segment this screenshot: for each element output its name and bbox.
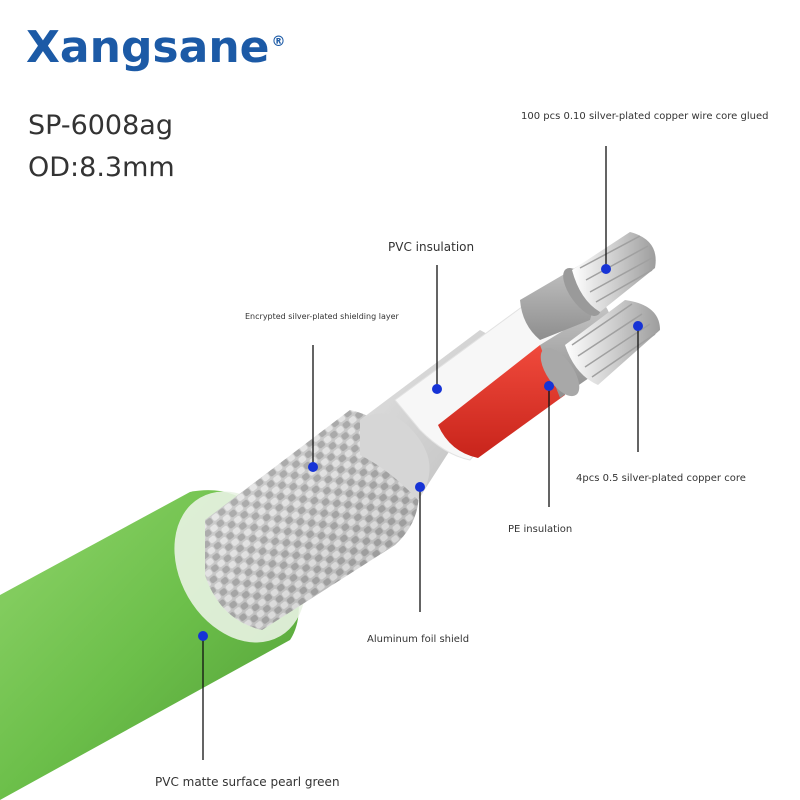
label-aluminum-foil: Aluminum foil shield (367, 634, 470, 645)
marker-copper-core (633, 321, 643, 331)
label-outer-jacket: PVC matte surface pearl green (155, 775, 340, 789)
label-pvc-insulation: PVC insulation (388, 240, 475, 254)
marker-outer-jacket (198, 631, 208, 641)
marker-pe-insulation (544, 381, 554, 391)
brand-logo: Xangsane® (26, 26, 285, 70)
marker-wire-core (601, 264, 611, 274)
marker-pvc-insulation (432, 384, 442, 394)
markers (198, 264, 643, 641)
outer-diameter: OD:8.3mm (28, 152, 175, 183)
marker-shielding-layer (308, 462, 318, 472)
leader-lines (202, 146, 639, 760)
label-shielding-layer: Encrypted silver-plated shielding layer (245, 312, 399, 321)
upper-wire-strands (572, 232, 656, 312)
braided-shield-layer (205, 410, 419, 630)
brand-name: Xangsane (26, 22, 270, 73)
model-number: SP-6008ag (28, 110, 173, 141)
registered-mark: ® (271, 34, 286, 51)
label-pe-insulation: PE insulation (508, 524, 573, 535)
label-copper-core: 4pcs 0.5 silver-plated copper core (576, 473, 746, 484)
label-wire-core: 100 pcs 0.10 silver-plated copper wire c… (521, 111, 769, 122)
marker-aluminum-foil (415, 482, 425, 492)
lower-wire-strands (565, 300, 660, 385)
